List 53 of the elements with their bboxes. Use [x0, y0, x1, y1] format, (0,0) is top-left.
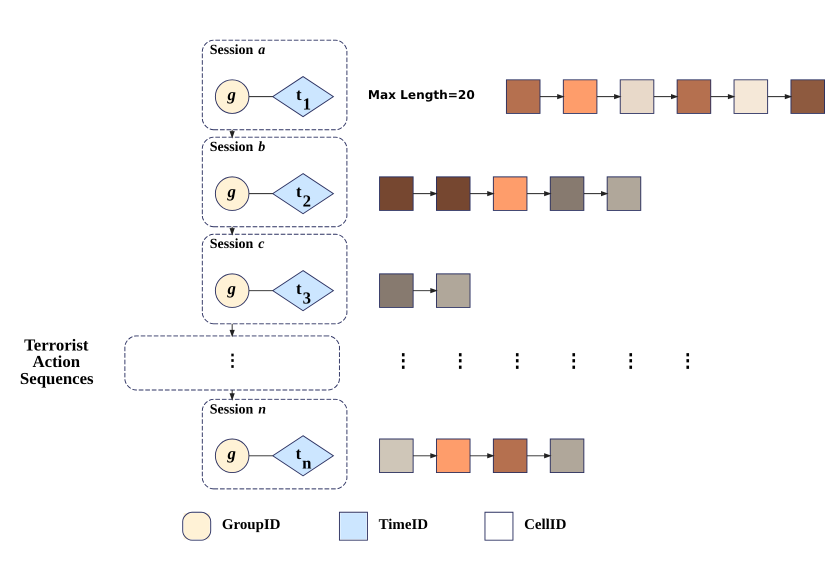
node-box — [436, 438, 470, 474]
node-box — [492, 438, 528, 474]
arrow — [653, 94, 678, 100]
connector — [248, 455, 274, 456]
node-box — [379, 273, 414, 308]
label: ⋮ — [450, 350, 470, 372]
connector — [248, 96, 274, 98]
node-box — [606, 176, 642, 211]
label: ⋮ — [678, 350, 698, 372]
arrow — [412, 453, 438, 458]
arrow — [412, 288, 438, 294]
arrow — [470, 453, 495, 458]
node-box — [550, 438, 584, 474]
arrow — [526, 191, 552, 196]
node-circle: g — [214, 273, 250, 308]
node-box — [379, 438, 414, 474]
node-box: ⋮ — [124, 335, 340, 390]
label: ⋮ — [622, 350, 641, 372]
node-box — [734, 79, 768, 114]
node-box — [550, 176, 584, 211]
node-circle: g — [214, 438, 250, 474]
arrow — [412, 191, 438, 196]
legend-label: CellID — [524, 516, 566, 533]
legend-label: TimeID — [378, 516, 428, 533]
node-box — [436, 176, 470, 211]
node-box — [620, 79, 654, 114]
node-box — [562, 79, 598, 114]
label: ⋮ — [508, 350, 527, 372]
node-box — [790, 79, 825, 114]
node-box — [492, 176, 528, 211]
arrow — [596, 94, 622, 100]
node-box — [506, 79, 540, 114]
arrow — [526, 453, 552, 458]
arrow — [230, 129, 235, 139]
legend-label: GroupID — [222, 516, 280, 533]
arrow — [767, 94, 792, 100]
connector — [248, 193, 274, 194]
arrow — [583, 191, 608, 196]
arrow — [540, 94, 565, 100]
connector — [248, 290, 274, 292]
node-box — [379, 176, 414, 211]
label: Terrorist Action Sequences — [20, 335, 94, 388]
node-box — [676, 79, 712, 114]
node-circle: g — [214, 176, 250, 211]
node-circle: g — [214, 79, 250, 114]
arrow — [230, 390, 235, 401]
arrow — [470, 191, 495, 196]
arrow — [710, 94, 736, 100]
node-box — [436, 273, 470, 308]
arrow — [230, 323, 235, 338]
label: ⋮ — [564, 350, 584, 372]
label: Max Length=20 — [368, 88, 475, 102]
label: ⋮ — [394, 350, 414, 372]
